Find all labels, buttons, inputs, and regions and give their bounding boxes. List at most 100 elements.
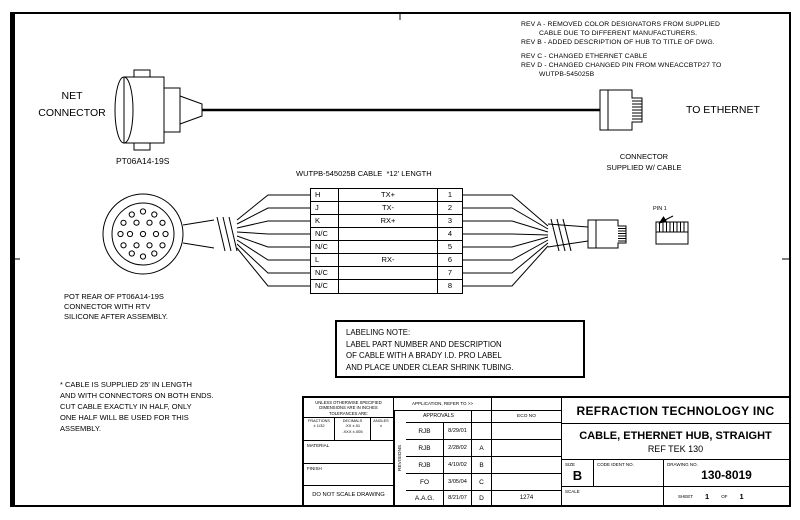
wire-number: 4 — [447, 229, 453, 238]
wire-signal: TX- — [339, 202, 438, 214]
approval-name: RJB — [406, 423, 444, 440]
wire-signal — [339, 267, 438, 279]
rev-col-header — [472, 411, 492, 423]
approval-rev — [472, 423, 492, 440]
sheet-cell: SHEET 1 OF 1 — [664, 487, 789, 505]
decimals-value: .XXX ±.005 — [342, 428, 363, 434]
wire-number: 8 — [447, 281, 453, 290]
code-ident-label: CODE IDENT NO. — [597, 462, 634, 467]
do-not-scale-cell: DO NOT SCALE DRAWING — [304, 486, 394, 505]
labeling-note-box: LABELING NOTE: LABEL PART NUMBER AND DES… — [335, 320, 585, 378]
wire-number: 2 — [447, 203, 453, 212]
size-cell: SIZE B — [562, 460, 594, 487]
cable-note-line: ASSEMBLY. — [60, 424, 101, 433]
pot-rear-note: POT REAR OF PT06A14-19S CONNECTOR WITH R… — [64, 292, 168, 322]
approval-name: A.A.G. — [406, 491, 444, 505]
approval-date: 4/10/02 — [444, 457, 472, 474]
to-ethernet-label: TO ETHERNET — [686, 104, 760, 116]
pt-connector-part-number: PT06A14-19S — [116, 156, 170, 166]
approval-eco — [492, 457, 562, 474]
drawing-no-cell: DRAWING NO. 130-8019 — [664, 460, 789, 487]
wire-pin: N/C — [311, 228, 339, 240]
size-value: B — [572, 468, 583, 483]
approval-rev: A — [472, 440, 492, 457]
connector-supplied-line2: SUPPLIED W/ CABLE — [606, 162, 682, 172]
net-connector-label-line1: NET — [61, 90, 83, 102]
approval-rev: D — [472, 491, 492, 505]
cable-spec-label: WUTPB-545025B CABLE *12' LENGTH — [296, 169, 432, 178]
wire-signal: RX+ — [339, 215, 438, 227]
angles-value: ± — [379, 423, 383, 429]
decimals-label: DECIMALS — [342, 419, 363, 424]
approval-date: 8/29/01 — [444, 423, 472, 440]
wiring-table-row: H TX+ 1 — [311, 189, 462, 202]
wire-number: 3 — [447, 216, 453, 225]
drawing-subtitle: REF TEK 130 — [647, 443, 704, 454]
wire-number: 1 — [447, 190, 453, 199]
fractions-label: FRACTIONS — [308, 419, 330, 424]
labeling-note-line: OF CABLE WITH A BRADY I.D. PRO LABEL — [346, 351, 502, 360]
wire-pin: N/C — [311, 280, 339, 293]
wire-pin: N/C — [311, 267, 339, 279]
tolerance-header-line: TOLERANCES ARE: — [328, 410, 369, 416]
tolerance-header-line: UNLESS OTHERWISE SPECIFIED — [315, 400, 382, 405]
tolerance-fractions: FRACTIONS ± 1/32 — [304, 418, 334, 440]
scale-label: SCALE — [565, 489, 580, 494]
sheet-value: 1 — [705, 491, 710, 501]
tolerance-header-line: DIMENSIONS ARE IN INCHES — [319, 405, 378, 411]
material-label: MATERIAL — [307, 443, 330, 448]
tolerance-decimals: DECIMALS .XX ±.01 .XXX ±.005 — [334, 418, 370, 440]
approval-date: 8/21/07 — [444, 491, 472, 505]
net-connector-label: NET CONNECTOR — [26, 88, 118, 122]
approval-date: 2/28/02 — [444, 440, 472, 457]
wire-number: 7 — [447, 268, 453, 277]
wiring-table-row: J TX- 2 — [311, 202, 462, 215]
approval-name: FO — [406, 474, 444, 491]
cable-note-line: CUT CABLE EXACTLY IN HALF, ONLY — [60, 402, 192, 411]
approval-eco — [492, 423, 562, 440]
approval-eco: 1274 — [492, 491, 562, 505]
approval-eco — [492, 440, 562, 457]
wire-signal: RX- — [339, 254, 438, 266]
pin1-callout: PIN 1 — [653, 206, 667, 212]
wire-pin: H — [311, 189, 339, 201]
cable-note-line: ONE HALF WILL BE USED FOR THIS — [60, 413, 189, 422]
wire-signal — [339, 241, 438, 253]
approval-rev: B — [472, 457, 492, 474]
labeling-note-line: LABELING NOTE: — [346, 328, 411, 337]
wire-pin: L — [311, 254, 339, 266]
eco-header: ECO NO — [492, 411, 562, 423]
drawing-title-cell: CABLE, ETHERNET HUB, STRAIGHT REF TEK 13… — [562, 424, 789, 460]
labeling-note-line: AND PLACE UNDER CLEAR SHRINK TUBING. — [346, 362, 514, 372]
wiring-table-row: N/C 4 — [311, 228, 462, 241]
finish-cell: FINISH — [304, 464, 394, 486]
size-label: SIZE — [565, 462, 576, 467]
wire-pin: J — [311, 202, 339, 214]
labeling-note-line: LABEL PART NUMBER AND DESCRIPTION — [346, 339, 502, 349]
rev-note-line: REV A - REMOVED COLOR DESIGNATORS FROM S… — [521, 21, 720, 28]
rev-note-line: CABLE DUE TO DIFFERENT MANUFACTURERS. — [539, 29, 698, 37]
rev-note-line: REV B - ADDED DESCRIPTION OF HUB TO TITL… — [521, 38, 715, 46]
wire-number: 5 — [447, 242, 453, 251]
wiring-table: H TX+ 1 J TX- 2 K RX+ 3 N/C 4 N/C 5 L RX… — [310, 188, 463, 294]
drawing-title: CABLE, ETHERNET HUB, STRAIGHT — [579, 429, 772, 442]
wire-pin: K — [311, 215, 339, 227]
wiring-table-row: N/C 7 — [311, 267, 462, 280]
wire-signal — [339, 228, 438, 240]
finish-label: FINISH — [307, 466, 322, 471]
of-label: OF — [721, 493, 728, 499]
approval-date: 3/05/04 — [444, 474, 472, 491]
connector-supplied-line1: CONNECTOR — [619, 152, 669, 161]
tolerance-grid: FRACTIONS ± 1/32 DECIMALS .XX ±.01 .XXX … — [304, 417, 393, 440]
connector-supplied-label: CONNECTOR SUPPLIED W/ CABLE — [584, 152, 704, 173]
pot-note-line: SILICONE AFTER ASSEMBLY. — [64, 312, 168, 321]
drawing-no-value: 130-8019 — [701, 468, 752, 482]
cable-note-line: AND WITH CONNECTORS ON BOTH ENDS. — [60, 391, 214, 400]
approvals-header: APPROVALS — [406, 411, 472, 423]
material-cell: MATERIAL — [304, 441, 394, 464]
wiring-table-row: L RX- 6 — [311, 254, 462, 267]
approval-name: RJB — [406, 440, 444, 457]
code-ident-cell: CODE IDENT NO. — [594, 460, 664, 487]
drawing-no-label: DRAWING NO. — [667, 462, 698, 467]
